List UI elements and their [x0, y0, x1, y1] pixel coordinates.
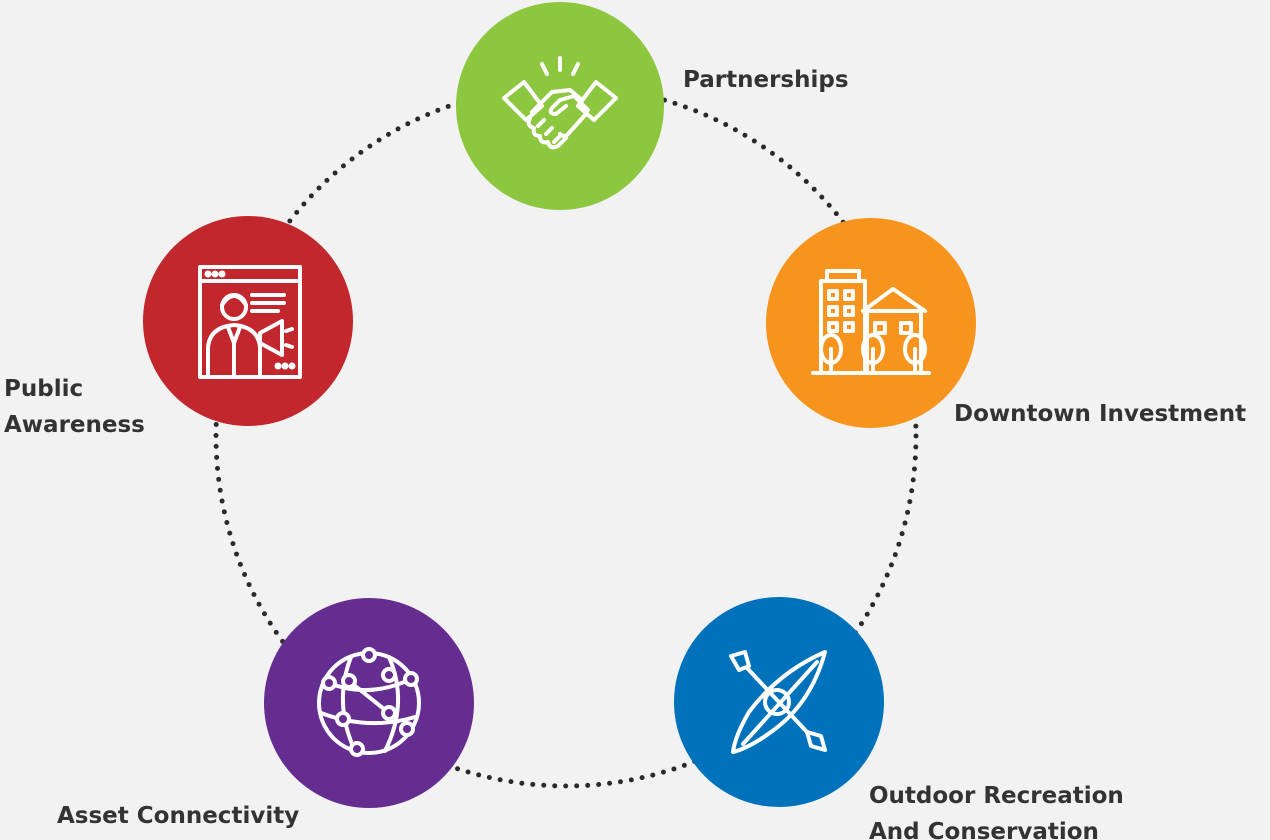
handshake-icon: [502, 56, 618, 150]
asset-connectivity-label-line-1: Asset Connectivity: [57, 803, 300, 829]
network-globe-icon: [317, 647, 421, 757]
outdoor-recreation-node: [674, 597, 884, 807]
public-awareness-label-line-1: Public: [4, 376, 84, 402]
downtown-investment-label-line-1: Downtown Investment: [954, 401, 1247, 427]
public-awareness-label: Public Awareness: [4, 371, 145, 443]
outdoor-recreation-label-line-1: Outdoor Recreation: [869, 783, 1124, 809]
partnerships-label-line-1: Partnerships: [683, 67, 849, 93]
public-awareness-node: [143, 216, 353, 426]
downtown-investment-node: [766, 218, 976, 428]
partnerships-label: Partnerships: [683, 62, 849, 98]
presenter-megaphone-icon: [198, 265, 302, 379]
buildings-icon: [811, 269, 931, 375]
asset-connectivity-label: Asset Connectivity: [57, 798, 299, 834]
outdoor-recreation-label: Outdoor Recreation And Conservation: [869, 778, 1124, 840]
asset-connectivity-node: [264, 598, 474, 808]
partnerships-node: [456, 2, 664, 210]
kayak-icon: [729, 650, 827, 754]
public-awareness-label-line-2: Awareness: [4, 412, 145, 438]
downtown-investment-label: Downtown Investment: [954, 396, 1246, 432]
outdoor-recreation-label-line-2: And Conservation: [869, 819, 1099, 840]
